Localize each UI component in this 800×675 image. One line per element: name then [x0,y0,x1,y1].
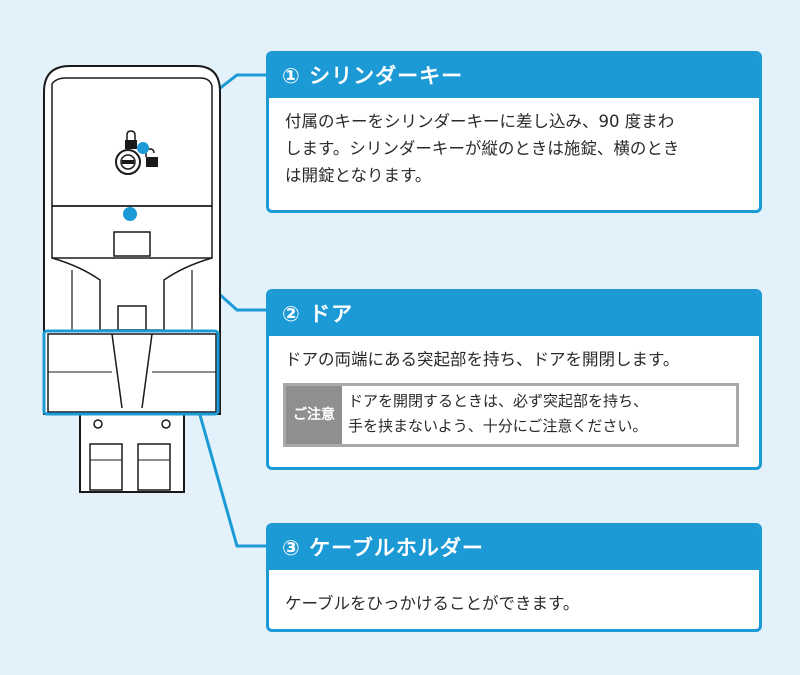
locked-padlock-icon [125,130,137,149]
callout-body: 付属のキーをシリンダーキーに差し込み、90 度まわ します。シリンダーキーが縦の… [269,98,759,197]
cable-holder-highlight [42,329,220,416]
body-line: ケーブルをひっかけることができます。 [285,594,580,613]
body-line: 付属のキーをシリンダーキーに差し込み、90 度まわ [285,112,675,131]
cylinder-marker-dot [137,142,149,154]
door-marker-dot [123,207,137,221]
body-line: は開錠となります。 [285,166,432,185]
callout-title: ③ ケーブルホルダー [269,526,759,570]
caution-label: ご注意 [286,386,342,444]
callout-body: ドアの両端にある突起部を持ち、ドアを開閉します。 ご注意 ドアを開閉するときは、… [269,336,759,455]
caution-text: ドアを開閉するときは、必ず突起部を持ち、 手を挟まないよう、十分にご注意ください… [342,386,656,444]
callout-cylinder-key: ① シリンダーキー 付属のキーをシリンダーキーに差し込み、90 度まわ します。… [266,51,762,213]
body-line: します。シリンダーキーが縦のときは施錠、横のとき [285,139,680,158]
caution-box: ご注意 ドアを開閉するときは、必ず突起部を持ち、 手を挟まないよう、十分にご注意… [283,383,739,447]
callout-cable-holder: ③ ケーブルホルダー ケーブルをひっかけることができます。 [266,523,762,632]
caution-line: 手を挟まないよう、十分にご注意ください。 [348,417,648,435]
caution-line: ドアを開閉するときは、必ず突起部を持ち、 [348,392,649,410]
cylinder-lock [115,149,141,175]
body-line: ドアの両端にある突起部を持ち、ドアを開閉します。 [285,350,680,369]
device-body [43,65,221,493]
callout-title: ② ドア [269,292,759,336]
callout-body: ケーブルをひっかけることができます。 [269,570,759,625]
leader-line-cable-holder [198,414,266,548]
callout-title: ① シリンダーキー [269,54,759,98]
callout-door: ② ドア ドアの両端にある突起部を持ち、ドアを開閉します。 ご注意 ドアを開閉す… [266,289,762,470]
